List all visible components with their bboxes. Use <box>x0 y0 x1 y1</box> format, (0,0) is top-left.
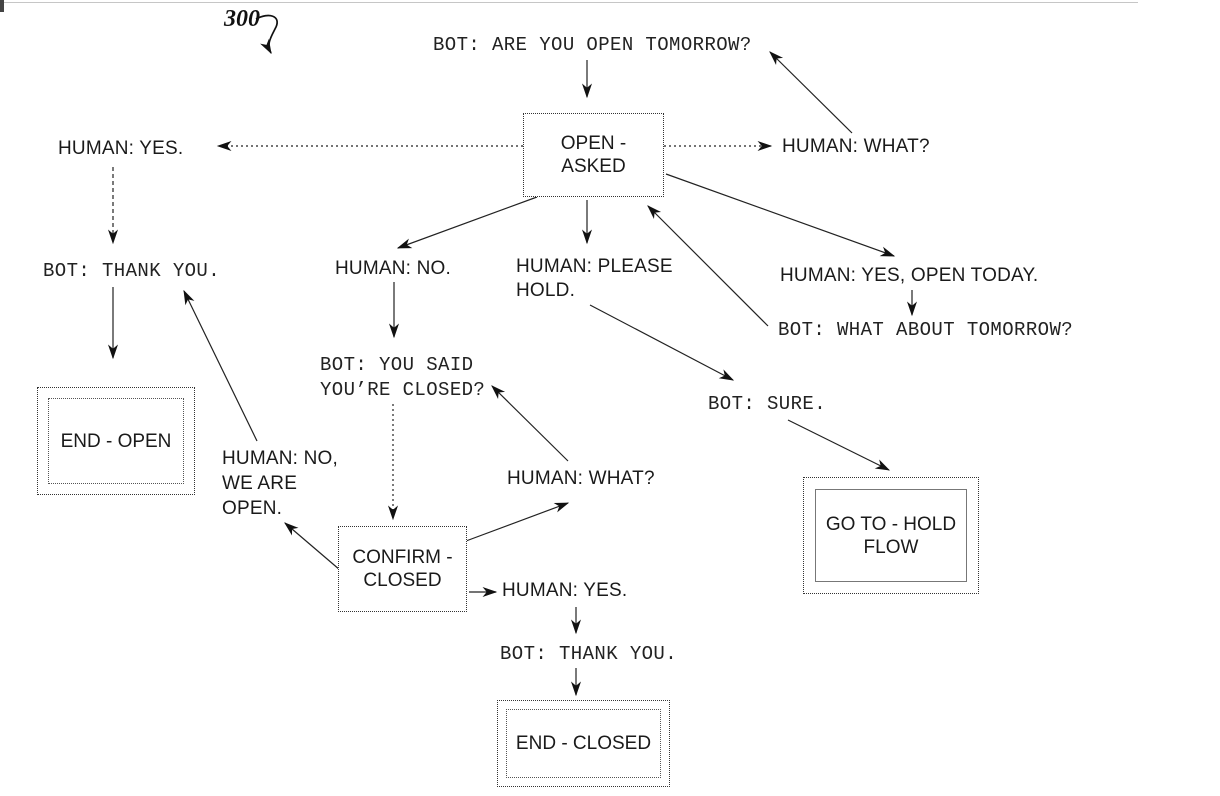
label-human-what-mid: HUMAN: WHAT? <box>507 468 655 489</box>
edge-open-asked-to-human-no <box>396 196 538 249</box>
page-corner-mark <box>0 0 4 12</box>
label-bot-thank-you-bottom: BOT: THANK YOU. <box>500 643 678 665</box>
state-confirm-closed: CONFIRM - CLOSED <box>338 526 467 612</box>
state-end-closed-outer: END - CLOSED <box>497 700 670 787</box>
state-goto-hold-flow: GO TO - HOLD FLOW <box>815 489 967 582</box>
label-bot-what-about-tomorrow: BOT: WHAT ABOUT TOMORROW? <box>778 319 1074 341</box>
label-human-yes-left: HUMAN: YES. <box>58 138 184 159</box>
page-top-scan-line <box>0 2 1138 3</box>
label-human-what-top: HUMAN: WHAT? <box>782 136 930 157</box>
label-bot-sure: BOT: SURE. <box>708 393 827 415</box>
state-end-closed: END - CLOSED <box>506 709 661 778</box>
label-human-no: HUMAN: NO. <box>335 258 451 279</box>
label-bot-thank-you-left: BOT: THANK YOU. <box>43 260 221 282</box>
label-bot-are-you-open-tomorrow: BOT: ARE YOU OPEN TOMORROW? <box>433 34 752 56</box>
edge-bot-sure-to-goto-hold-flow <box>787 419 891 471</box>
label-human-no-we-are-open: HUMAN: NO, WE ARE OPEN. <box>222 448 338 519</box>
edge-human-what-mid-to-bot-you-said <box>491 385 569 462</box>
edge-confirm-closed-to-human-what-mid <box>465 502 570 542</box>
label-human-yes-open-today: HUMAN: YES, OPEN TODAY. <box>780 265 1039 286</box>
edge-human-what-top-to-bot-open-tomorrow <box>769 51 853 134</box>
edge-confirm-closed-to-human-no-we-are-open <box>284 522 341 571</box>
edge-open-asked-to-human-yes-open-today <box>665 173 896 257</box>
state-open-asked: OPEN - ASKED <box>523 113 664 197</box>
state-end-open-outer: END - OPEN <box>37 387 195 495</box>
label-human-yes-bottom: HUMAN: YES. <box>502 580 628 601</box>
state-goto-hold-flow-outer: GO TO - HOLD FLOW <box>803 477 979 594</box>
label-bot-you-said-closed: BOT: YOU SAID YOU’RE CLOSED? <box>320 354 486 401</box>
figure-number: 300 <box>224 6 260 32</box>
state-end-open: END - OPEN <box>48 398 184 484</box>
label-human-please-hold: HUMAN: PLEASE HOLD. <box>516 256 673 301</box>
edge-human-please-hold-to-bot-sure <box>589 304 735 381</box>
